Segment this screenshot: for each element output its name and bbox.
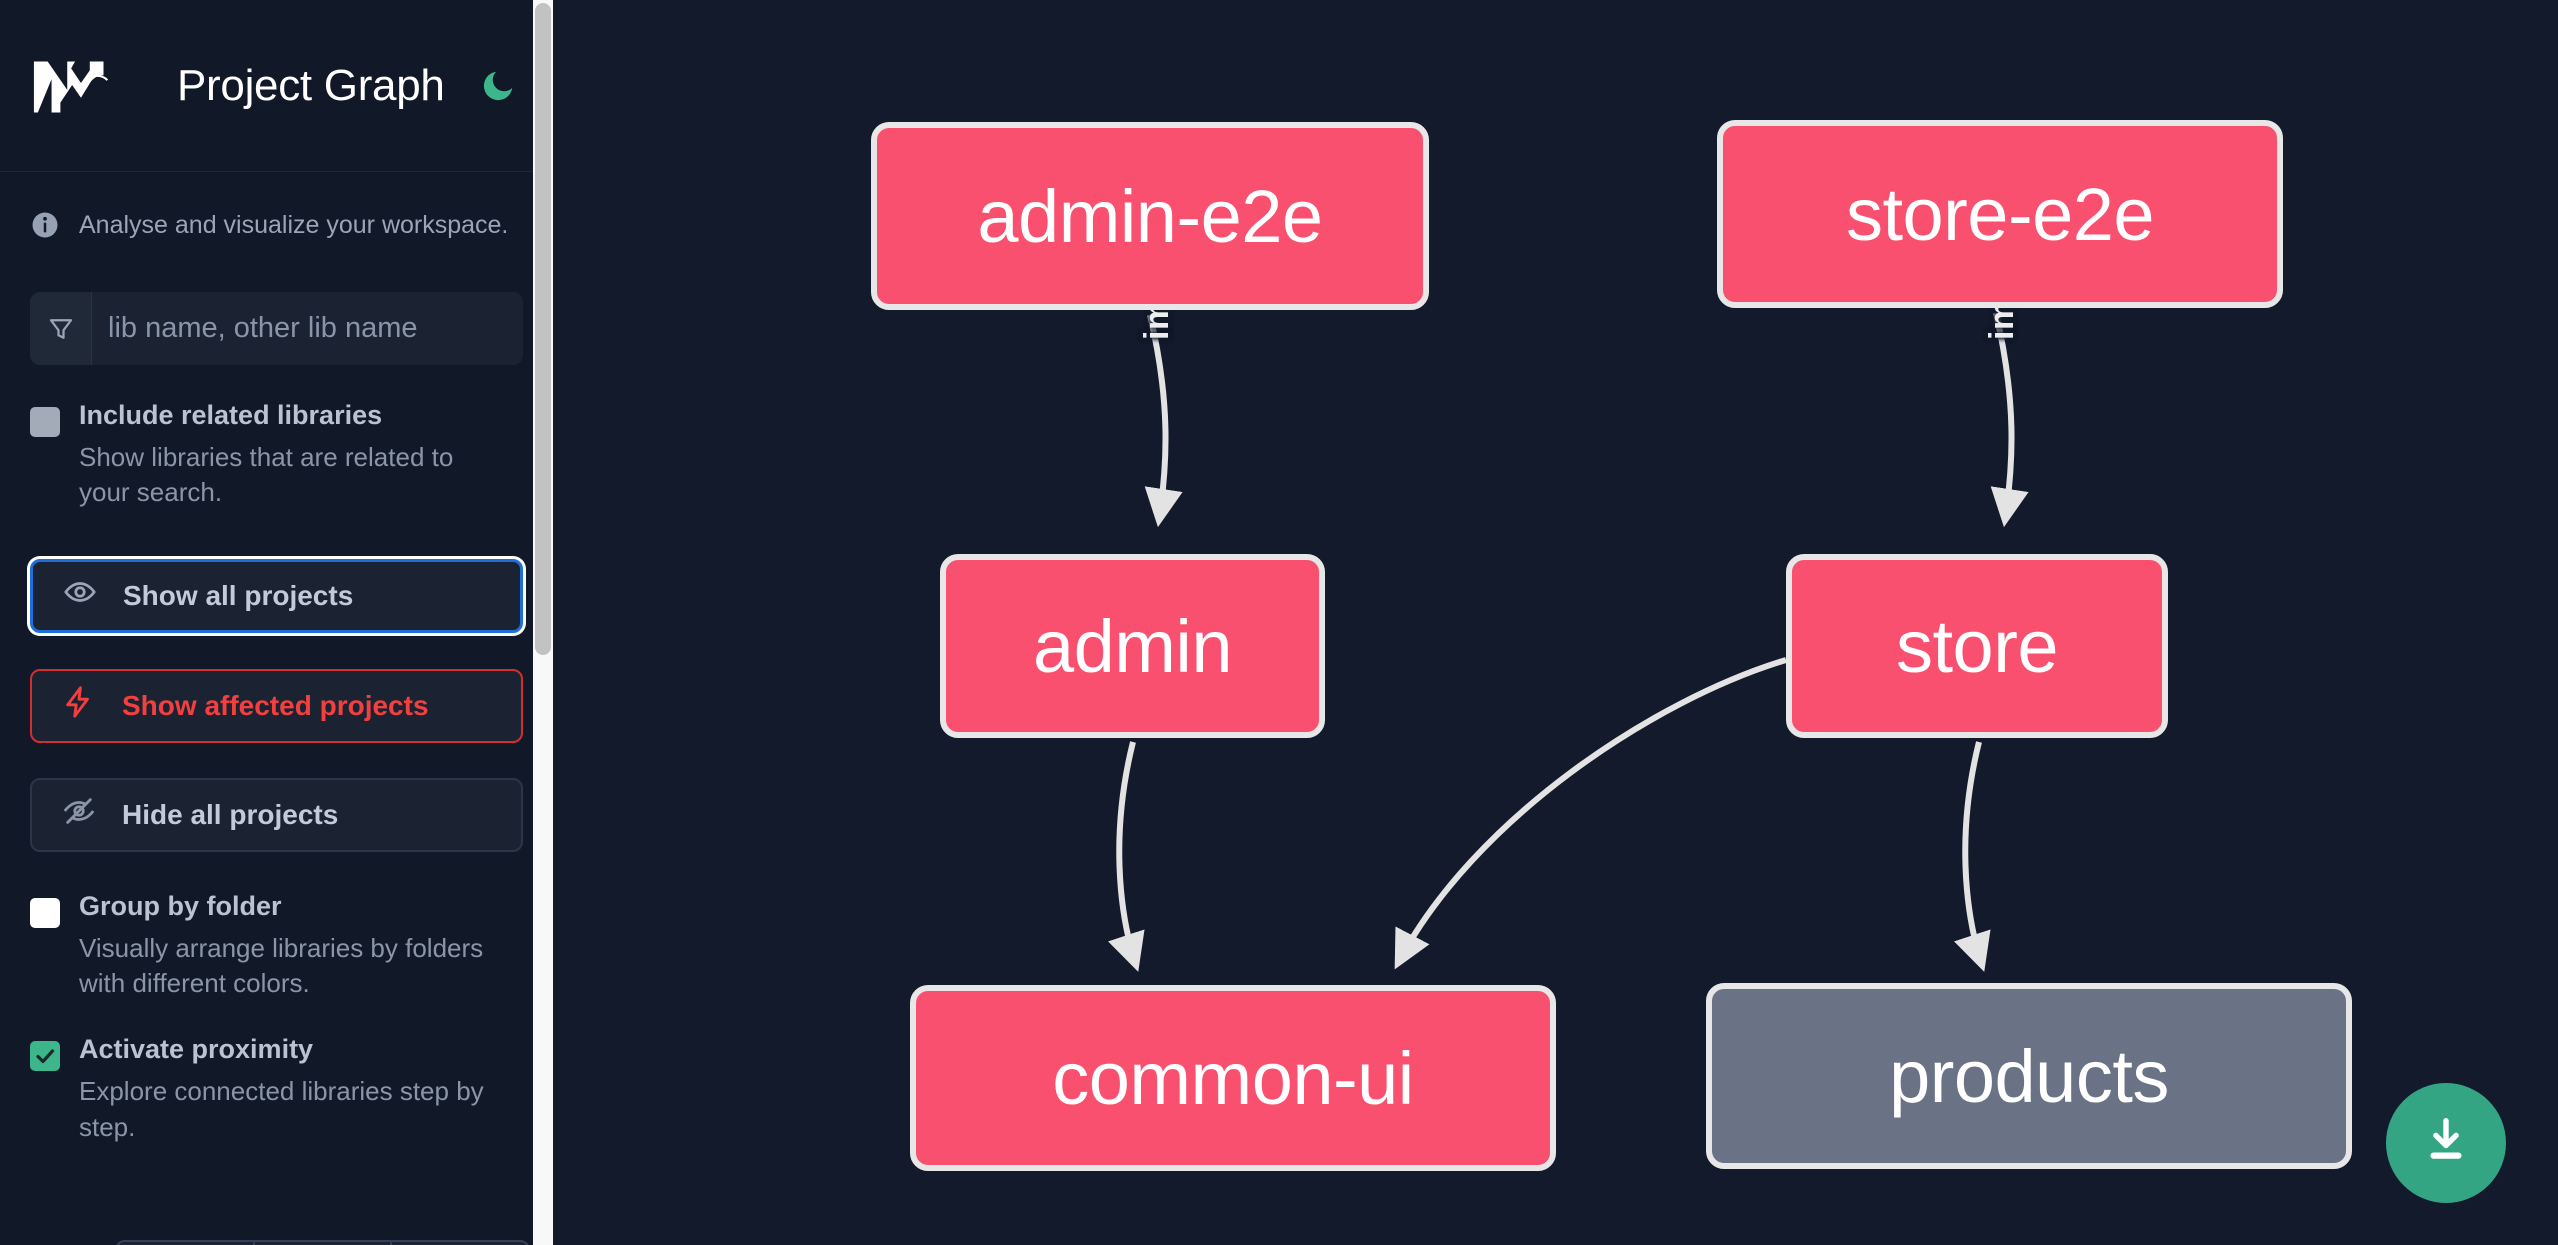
checkbox-description: Explore connected libraries step by step… xyxy=(79,1076,484,1142)
checkbox-include-related-libraries-text: Include related libraries Show libraries… xyxy=(79,402,509,511)
edge-admin-common-ui xyxy=(1108,741,1145,972)
graph-node-common-ui[interactable]: common-ui xyxy=(910,985,1556,1171)
graph-node-admin[interactable]: admin xyxy=(940,554,1325,738)
workspace-info-text: Analyse and visualize your workspace. xyxy=(79,210,509,239)
segment-1[interactable] xyxy=(117,1242,255,1245)
download-image-button[interactable] xyxy=(2386,1083,2506,1203)
show-affected-projects-button[interactable]: Show affected projects xyxy=(30,668,523,743)
checkbox-description: Show libraries that are related to your … xyxy=(79,442,454,508)
graph-node-label: admin xyxy=(1032,604,1233,688)
graph-node-label: common-ui xyxy=(1052,1036,1414,1120)
graph-node-label: admin-e2e xyxy=(977,174,1323,258)
edge-store-products xyxy=(1954,741,1991,972)
nx-logo-icon xyxy=(30,55,128,117)
show-affected-projects-label: Show affected projects xyxy=(122,689,429,721)
search-input[interactable] xyxy=(92,292,523,365)
page-title: Project Graph xyxy=(177,60,445,110)
graph-canvas[interactable]: implicit implicit admin-e2e store-e2e ad… xyxy=(553,0,2558,1245)
edge-admin-e2e-admin xyxy=(1144,314,1183,528)
checkbox-label: Include related libraries xyxy=(79,400,383,430)
checkbox-group-by-folder[interactable]: Group by folder Visually arrange librari… xyxy=(30,890,523,1002)
graph-node-label: store-e2e xyxy=(1845,172,2155,256)
sidebar: Project Graph Analyse and visualize your… xyxy=(0,0,553,1245)
edge-store-common-ui xyxy=(1394,657,1787,970)
show-all-projects-label: Show all projects xyxy=(123,579,354,611)
graph-node-admin-e2e[interactable]: admin-e2e xyxy=(871,122,1429,310)
funnel-icon[interactable] xyxy=(30,292,92,365)
lightning-icon xyxy=(62,685,96,726)
checkbox-activate-proximity[interactable]: Activate proximity Explore connected lib… xyxy=(30,1036,523,1145)
checkbox-group-by-folder-box[interactable] xyxy=(30,897,60,928)
checkbox-activate-proximity-text: Activate proximity Explore connected lib… xyxy=(79,1036,509,1145)
segmented-control[interactable] xyxy=(115,1240,530,1245)
eye-icon xyxy=(63,575,97,616)
edge-store-e2e-store xyxy=(1990,312,2029,528)
hide-all-projects-label: Hide all projects xyxy=(122,798,339,830)
checkbox-group-by-folder-text: Group by folder Visually arrange librari… xyxy=(79,890,509,1002)
workspace-info: Analyse and visualize your workspace. xyxy=(0,172,553,240)
sidebar-header: Project Graph xyxy=(0,0,553,172)
show-all-projects-button[interactable]: Show all projects xyxy=(30,558,523,633)
graph-edges xyxy=(1108,312,2029,972)
graph-node-products[interactable]: products xyxy=(1706,983,2352,1169)
checkbox-include-related-libraries-box[interactable] xyxy=(30,407,60,437)
graph-node-store[interactable]: store xyxy=(1786,554,2168,738)
eye-off-icon xyxy=(62,794,96,835)
sidebar-scrollbar-thumb[interactable] xyxy=(535,3,551,655)
segment-2[interactable] xyxy=(255,1242,393,1245)
sidebar-scrollbar-track[interactable] xyxy=(533,0,553,1245)
graph-node-label: store xyxy=(1895,604,2059,688)
moon-icon[interactable] xyxy=(475,63,521,109)
info-icon xyxy=(30,210,60,240)
checkbox-description: Visually arrange libraries by folders wi… xyxy=(79,932,484,999)
hide-all-projects-button[interactable]: Hide all projects xyxy=(30,777,523,852)
graph-node-label: products xyxy=(1889,1034,2169,1118)
checkbox-include-related-libraries[interactable]: Include related libraries Show libraries… xyxy=(30,402,523,511)
download-icon xyxy=(2419,1114,2473,1173)
graph-node-store-e2e[interactable]: store-e2e xyxy=(1717,120,2283,308)
checkbox-label: Group by folder xyxy=(79,890,282,921)
filter-row xyxy=(30,292,523,365)
checkbox-label: Activate proximity xyxy=(79,1034,314,1065)
checkbox-activate-proximity-box[interactable] xyxy=(30,1041,60,1072)
